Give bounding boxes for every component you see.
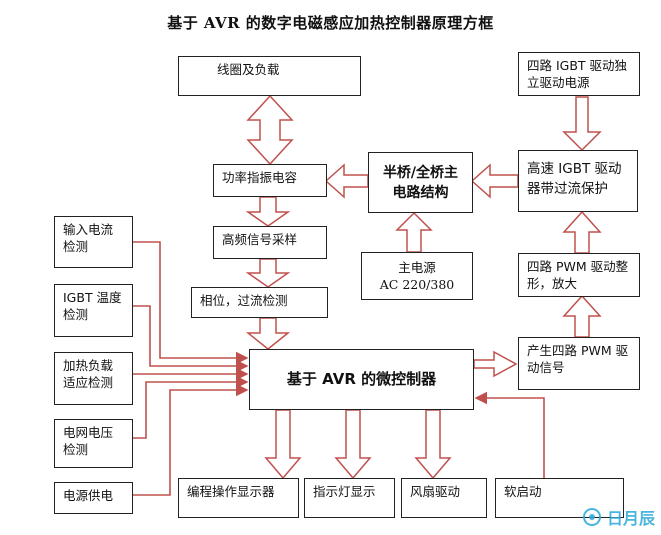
arrow-mcu-genpwm	[473, 350, 518, 378]
diagram-title: 基于 AVR 的数字电磁感应加热控制器原理方框	[167, 14, 494, 32]
line-gridvoltage-mcu	[133, 375, 249, 439]
coil-load-block: 线圈及负载	[178, 56, 361, 96]
line-inputcurrent-mcu	[133, 241, 249, 365]
arrow-hsigbt-bridge	[470, 163, 519, 199]
arrow-mcu-indicator	[334, 409, 372, 480]
igbt-power-block: 四路 IGBT 驱动独立驱动电源	[518, 52, 640, 96]
display-block: 编程操作显示器	[178, 478, 299, 518]
arrow-mcu-fan	[414, 409, 452, 480]
arrow-mains-bridge	[395, 211, 433, 253]
bridge-block: 半桥/全桥主电路结构	[368, 152, 473, 213]
arrow-mcu-display	[264, 409, 302, 480]
soft-start-block: 软启动	[495, 478, 624, 518]
arrow-phase-mcu	[245, 317, 291, 350]
arrow-coil-cap	[246, 94, 294, 166]
avr-mcu-block: 基于 AVR 的微控制器	[249, 349, 474, 410]
resonant-capacitor-block: 功率指振电容	[213, 164, 327, 197]
arrow-bridge-cap	[324, 163, 369, 199]
arrow-pwmshape-hsigbt	[562, 210, 602, 254]
input-current-block: 输入电流检测	[54, 216, 133, 268]
phase-overcurrent-block: 相位，过流检测	[191, 287, 328, 318]
heat-load-block: 加热负载适应检测	[54, 352, 133, 405]
line-igbttemp-mcu	[133, 305, 249, 373]
pwm-generator-block: 产生四路 PWM 驱动信号	[518, 337, 640, 390]
arrow-igbtpower-hsigbt	[562, 96, 602, 152]
arrow-cap-hfsample	[245, 196, 291, 227]
highspeed-igbt-driver-block: 高速 IGBT 驱动器带过流保护	[518, 150, 638, 212]
ribbon-logo-icon	[582, 508, 601, 526]
grid-voltage-block: 电网电压检测	[54, 419, 133, 468]
hf-sampling-block: 高频信号采样	[213, 226, 327, 259]
watermark: 日月辰	[581, 505, 655, 529]
line-power-mcu	[133, 383, 249, 496]
line-softstart-mcu	[474, 391, 545, 484]
igbt-temperature-block: IGBT 温度检测	[54, 284, 133, 337]
indicator-block: 指示灯显示	[304, 478, 395, 518]
mains-block: 主电源 AC 220/380	[361, 252, 473, 300]
power-supply-block: 电源供电	[54, 482, 133, 514]
pwm-shaping-block: 四路 PWM 驱动整形，放大	[518, 253, 640, 297]
fan-driver-block: 风扇驱动	[401, 478, 487, 518]
arrow-genpwm-pwmshape	[562, 294, 602, 338]
arrow-hfsample-phase	[245, 258, 291, 288]
